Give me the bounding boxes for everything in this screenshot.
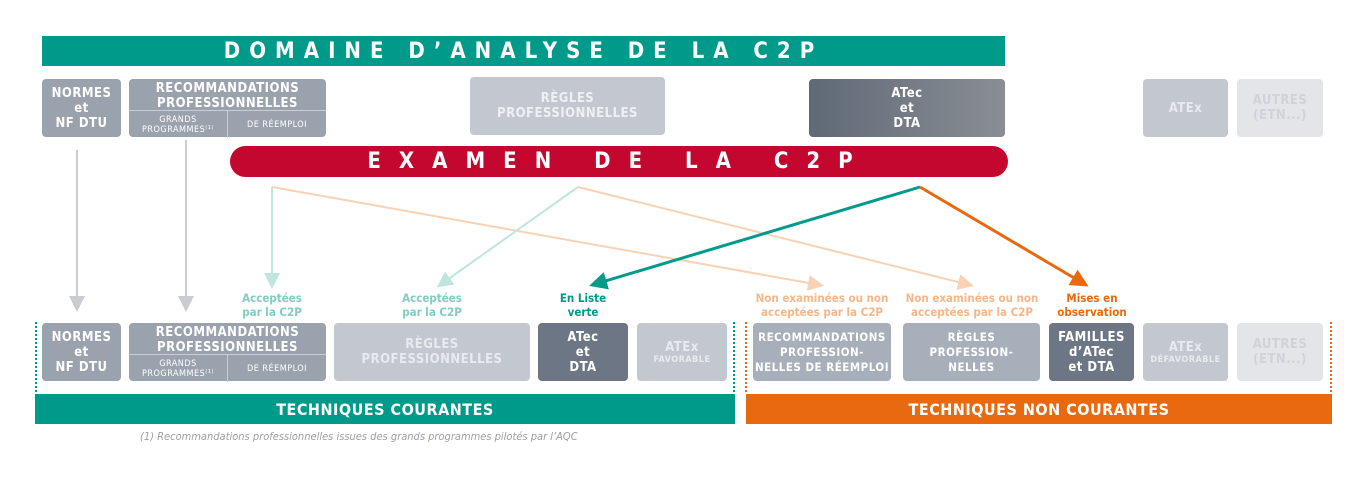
text: PROFESSIONNELLES — [157, 96, 298, 111]
top-atex: ATEx — [1143, 79, 1228, 137]
text: Non examinées ou non — [905, 291, 1039, 305]
text: PROFESSION- — [780, 344, 864, 359]
arrow-regles-accepted — [436, 186, 579, 288]
text: RECOMMANDATIONS — [758, 329, 886, 344]
text: d’ATec — [1069, 344, 1114, 360]
text: verte — [567, 305, 599, 319]
separator — [733, 322, 735, 392]
text: FAMILLES — [1058, 329, 1125, 345]
text: DÉFAVORABLE — [1150, 354, 1221, 365]
text: Mises en — [1066, 291, 1118, 305]
text: PROFESSIONNELLES — [157, 340, 298, 355]
text: (ETN...) — [1253, 108, 1307, 123]
text: ATEx — [1168, 339, 1203, 355]
text: RECOMMANDATIONS — [155, 325, 300, 340]
arrow-reco-not — [271, 186, 824, 291]
text: PROFESSIONNELLES — [361, 352, 503, 367]
text: RÈGLES — [540, 91, 595, 106]
text: DTA — [569, 359, 597, 375]
text: PROGRAMMES⁽¹⁾ — [142, 124, 214, 135]
text: par la C2P — [402, 305, 462, 319]
text: acceptées par la C2P — [761, 305, 883, 319]
techniques-courantes-bar: TECHNIQUES COURANTES — [35, 394, 735, 424]
text: et — [74, 344, 89, 360]
text: GRANDS — [159, 358, 197, 369]
text: NORMES — [51, 329, 112, 345]
text: par la C2P — [242, 305, 302, 319]
text: NORMES — [51, 85, 112, 101]
text: et — [575, 344, 591, 360]
text: ATEx — [1168, 100, 1203, 116]
text: (ETN...) — [1253, 352, 1307, 367]
text: RÈGLES — [947, 329, 996, 344]
text: et — [74, 100, 89, 116]
separator — [745, 322, 747, 392]
text: PROFESSION- — [929, 344, 1014, 359]
text: RECOMMANDATIONS — [155, 81, 300, 96]
text: et DTA — [1068, 359, 1115, 375]
text: AUTRES — [1252, 93, 1308, 108]
text: AUTRES — [1252, 337, 1308, 352]
footnote: (1) Recommandations professionnelles iss… — [140, 430, 578, 443]
text: NELLES — [948, 359, 995, 374]
de-reemploi: DE RÉEMPLOI — [246, 119, 308, 130]
separator — [1330, 322, 1332, 392]
text: FAVORABLE — [653, 354, 711, 365]
de-reemploi: DE RÉEMPLOI — [246, 363, 308, 374]
arrow-atec-liste — [589, 185, 921, 290]
text: NF DTU — [55, 359, 108, 375]
separator — [35, 322, 37, 392]
bottom-autres: AUTRES(ETN...) — [1237, 323, 1323, 381]
text: PROGRAMMES⁽¹⁾ — [142, 368, 214, 379]
text: NF DTU — [55, 115, 108, 131]
text: NELLES DE RÉEMPLOI — [754, 359, 890, 374]
text: Acceptées — [402, 291, 462, 305]
text: ATEx — [665, 339, 699, 355]
text: acceptées par la C2P — [911, 305, 1033, 319]
exam-bar: EXAMEN DE LA C2P — [230, 146, 1008, 177]
text: ATec — [567, 329, 599, 345]
text: et — [899, 100, 915, 116]
text: PROFESSIONNELLES — [497, 106, 638, 121]
text: Non examinées ou non — [755, 291, 889, 305]
text: Acceptées — [242, 291, 302, 305]
arrow-regles-not — [577, 186, 974, 290]
text: GRANDS — [159, 114, 197, 125]
text: RÈGLES — [405, 337, 459, 352]
text: ATec — [891, 85, 923, 101]
text: observation — [1057, 305, 1127, 319]
arrow-atec-observation — [919, 185, 1089, 287]
text: DTA — [893, 115, 921, 131]
top-autres: AUTRES(ETN...) — [1237, 79, 1323, 137]
text: En Liste — [559, 291, 607, 305]
domain-title-bar: DOMAINE D’ANALYSE DE LA C2P — [42, 36, 1005, 66]
techniques-non-courantes-bar: TECHNIQUES NON COURANTES — [746, 394, 1332, 424]
